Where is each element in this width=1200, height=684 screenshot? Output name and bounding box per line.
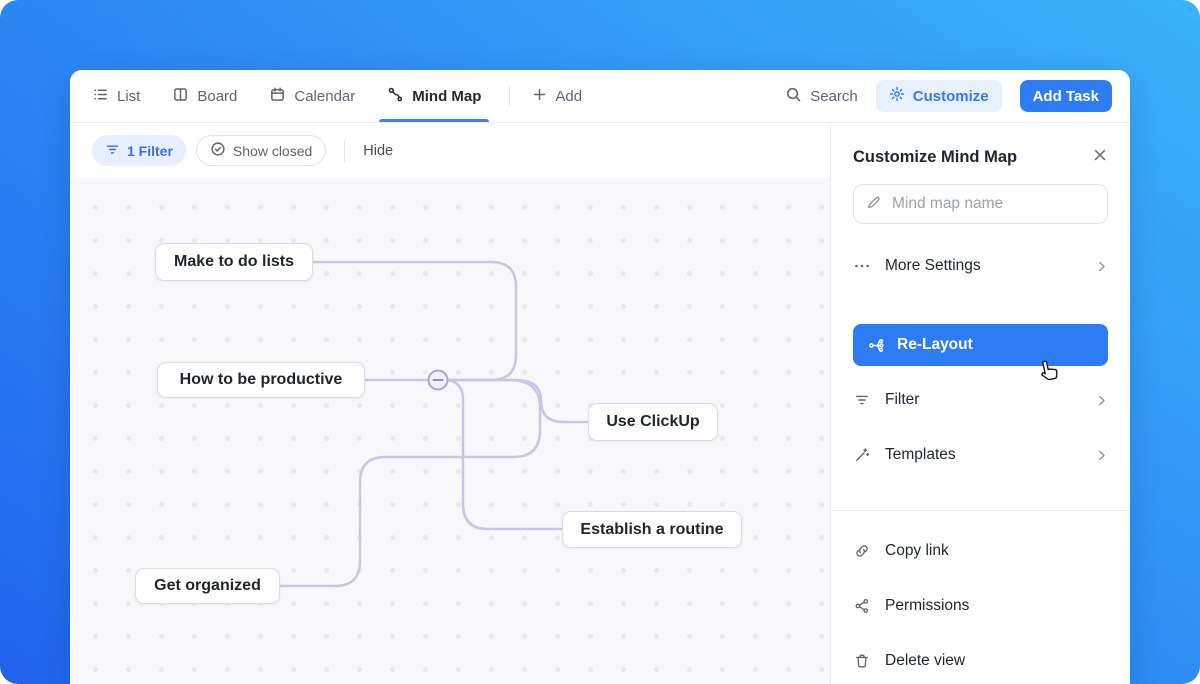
permissions-label: Permissions [885,597,970,614]
customize-label: Customize [912,87,989,105]
search-icon [785,86,802,107]
connector-line [446,378,564,531]
magic-wand-icon [853,447,871,463]
close-panel-button[interactable] [1092,147,1108,168]
plus-icon [532,87,547,106]
check-circle-icon [210,141,226,160]
show-closed-label: Show closed [232,142,313,159]
copy-link-label: Copy link [885,542,949,559]
pencil-icon [866,194,882,215]
link-icon [853,543,871,559]
re-layout-label: Re-Layout [897,336,973,353]
ellipsis-icon [853,257,871,275]
more-settings-item[interactable]: More Settings [853,246,1108,286]
customize-button[interactable]: Customize [875,80,1002,112]
view-tabbar: List Board Calenda [70,70,1130,123]
mind-map-icon [387,86,404,107]
delete-view-label: Delete view [885,652,966,669]
tab-calendar[interactable]: Calendar [265,70,359,122]
filter-label: Filter [885,391,920,408]
app-window: List Board Calenda [70,70,1130,684]
search-button[interactable]: Search [785,86,858,107]
filterbar-separator [344,139,346,162]
tab-list[interactable]: List [88,70,144,122]
re-layout-button[interactable]: Re-Layout [853,324,1108,366]
filter-item[interactable]: Filter [853,380,1108,420]
trash-icon [853,653,871,669]
close-icon [1092,147,1108,168]
tab-mind-map-label: Mind Map [412,87,482,105]
add-view-button[interactable]: Add [528,70,586,122]
add-view-label: Add [555,87,583,105]
mindmap-node[interactable]: Get organized [135,568,280,604]
tab-mind-map[interactable]: Mind Map [379,70,490,122]
add-task-button[interactable]: Add Task [1019,80,1112,112]
gear-icon [889,86,905,106]
mindmap-canvas[interactable]: Make to do lists How to be productive Us… [70,178,830,684]
re-layout-icon [867,337,885,354]
hide-button[interactable]: Hide [363,142,394,159]
share-icon [853,598,871,614]
connector-line [278,378,542,588]
panel-title: Customize Mind Map [853,148,1018,166]
mind-map-name-field[interactable] [853,184,1108,224]
mindmap-node[interactable]: Establish a routine [562,511,742,548]
list-icon [92,86,109,107]
mindmap-node[interactable]: Use ClickUp [588,403,718,441]
templates-item[interactable]: Templates [853,435,1108,475]
tab-calendar-label: Calendar [294,87,356,105]
filter-toolbar: 1 Filter Show closed Hide [70,123,830,178]
filter-count-label: 1 Filter [127,142,173,159]
collapse-node-toggle[interactable] [427,369,449,391]
view-tabs: List Board Calenda [88,70,610,122]
search-label: Search [810,87,858,105]
tab-board[interactable]: Board [168,70,241,122]
show-closed-pill[interactable]: Show closed [195,135,327,166]
filter-icon [105,142,120,160]
filter-icon [853,392,871,408]
add-task-label: Add Task [1032,87,1099,105]
permissions-item[interactable]: Permissions [853,586,1108,626]
panel-divider [831,510,1130,511]
templates-label: Templates [885,446,956,463]
tab-separator [509,86,511,106]
filter-count-pill[interactable]: 1 Filter [92,135,186,166]
mindmap-connectors [278,260,590,588]
tab-list-label: List [117,87,141,105]
mindmap-node[interactable]: Make to do lists [155,243,313,281]
delete-view-item[interactable]: Delete view [853,641,1108,681]
more-settings-label: More Settings [885,257,981,274]
tabbar-actions: Search Customize Add Task [785,80,1112,112]
customize-panel: Customize Mind Map [830,123,1130,684]
chevron-right-icon [1095,260,1108,273]
board-icon [172,86,189,107]
mindmap-node[interactable]: How to be productive [157,362,365,398]
chevron-right-icon [1095,449,1108,462]
tab-board-label: Board [197,87,238,105]
copy-link-item[interactable]: Copy link [853,531,1108,571]
chevron-right-icon [1095,394,1108,407]
mind-map-name-input[interactable] [892,195,1095,213]
connector-line [445,378,590,424]
calendar-icon [269,86,286,107]
connector-line [311,260,518,382]
